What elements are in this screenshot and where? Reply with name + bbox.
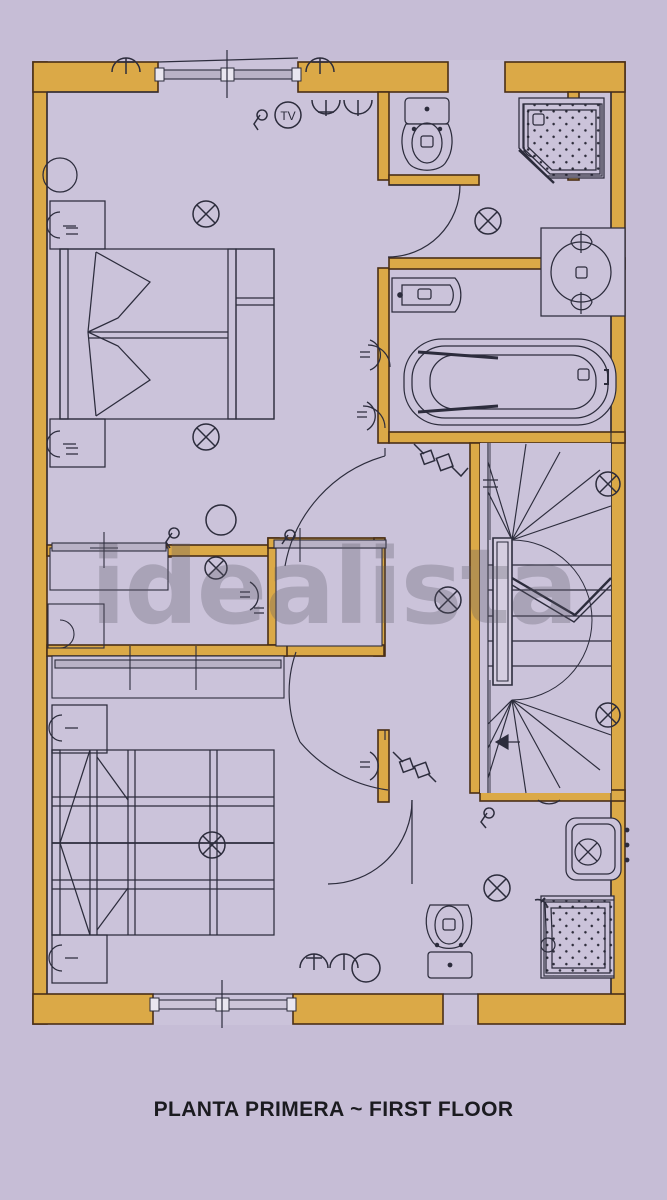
window-sliding-top [154, 50, 302, 98]
shower-corner-bottom [534, 895, 615, 979]
hallway-central [284, 448, 389, 791]
power-outlet-symbol [281, 529, 296, 545]
wall-exterior-left [32, 61, 48, 1025]
light-switch-symbol [360, 339, 382, 371]
toilet-top [401, 97, 453, 171]
door-swing-bath-middle [362, 344, 391, 429]
stair-direction-arrow [494, 733, 520, 751]
wall-light-symbol [299, 953, 329, 970]
door-swing-bath-top [387, 184, 461, 258]
windows [149, 50, 302, 1028]
wall-exterior-bottom-left [32, 993, 154, 1025]
wall-exterior-bottom-mid [292, 993, 444, 1025]
ceiling-light-symbol [192, 200, 220, 228]
door-swing-bath-bottom [327, 799, 413, 885]
wall-light-symbol [311, 99, 341, 116]
wall-interior-bath-bottom-left [377, 729, 390, 803]
ceiling-light-symbol-group [192, 200, 621, 902]
tv-outlet-label: TV [280, 109, 295, 123]
power-outlet-symbol [392, 751, 437, 783]
handrail [492, 537, 612, 686]
light-switch-symbol [66, 447, 78, 455]
door-swing-hall-lower [299, 741, 389, 791]
bathroom-bottom-right [327, 799, 630, 979]
wall-bedroom-lower-top [46, 644, 288, 657]
stairwell [480, 443, 612, 794]
sink-basin-bottom [537, 799, 630, 881]
toilet-bottom [425, 904, 473, 979]
wall-light-symbol [343, 99, 373, 116]
nightstand-top-left [42, 157, 106, 250]
ceiling-light-symbol [595, 702, 621, 728]
bidet-middle [391, 277, 462, 313]
wall-exterior-top-mid [297, 61, 449, 93]
power-outlet-symbol [165, 527, 180, 549]
wall-exterior-top-left [32, 61, 159, 93]
bed-double-bottom [51, 749, 275, 936]
electrical-symbols: TV [66, 57, 621, 983]
shower-corner-top [518, 97, 605, 184]
light-switch-symbol [360, 751, 379, 781]
power-outlet-symbol [480, 807, 495, 829]
closet-central [273, 528, 387, 647]
ceiling-light-symbol [483, 874, 511, 902]
bathroom-middle [362, 227, 626, 429]
wall-interior-bath-top-left [377, 91, 390, 181]
wall-light-symbol [305, 57, 335, 74]
wall-interior-stair-left [469, 442, 481, 794]
closet-upper [49, 532, 169, 591]
ceiling-light-symbol [474, 207, 502, 235]
light-switch-symbol [254, 607, 264, 614]
wall-light-symbol-group [111, 57, 381, 983]
wall-light-symbol [351, 953, 381, 983]
nightstand-top-right [46, 418, 106, 468]
ceiling-light-symbol [595, 471, 621, 497]
door-swing-hall-upper [284, 455, 386, 567]
wall-interior-bath-top-bottom [388, 174, 480, 186]
nightstand-bottom-right [48, 934, 108, 984]
ceiling-light-symbol [198, 831, 226, 859]
light-switch-symbol [240, 581, 259, 611]
plan-caption: PLANTA PRIMERA ~ FIRST FLOOR [153, 1098, 514, 1121]
bathroom-top-right [387, 97, 605, 258]
wall-light-symbol [111, 57, 141, 74]
sink-basin-middle [540, 227, 626, 317]
window-sliding-bottom [149, 980, 297, 1028]
closet-lower [47, 603, 285, 699]
ceiling-light-symbol [192, 423, 220, 451]
power-outlet-symbol-group [165, 443, 495, 829]
power-outlet-symbol [413, 443, 469, 478]
nightstand-bottom-left [48, 704, 108, 754]
wall-exterior-bottom-right [477, 993, 626, 1025]
wall-light-symbol [329, 953, 359, 970]
bathtub-middle [403, 338, 617, 426]
wall-interior-bath-divider-lower [388, 431, 626, 444]
ceiling-light-symbol [204, 556, 228, 580]
wall-interior-bath-mid-left [377, 267, 390, 444]
light-switch-symbol [66, 227, 78, 235]
light-switch-symbol [357, 401, 376, 431]
tv-outlet-symbol: TV [253, 101, 302, 131]
ceiling-light-symbol [434, 586, 462, 614]
bedroom-main-top [42, 157, 275, 468]
wall-exterior-top-right [504, 61, 626, 93]
bedroom-main-bottom [48, 704, 275, 984]
wall-light-symbol [205, 504, 237, 536]
